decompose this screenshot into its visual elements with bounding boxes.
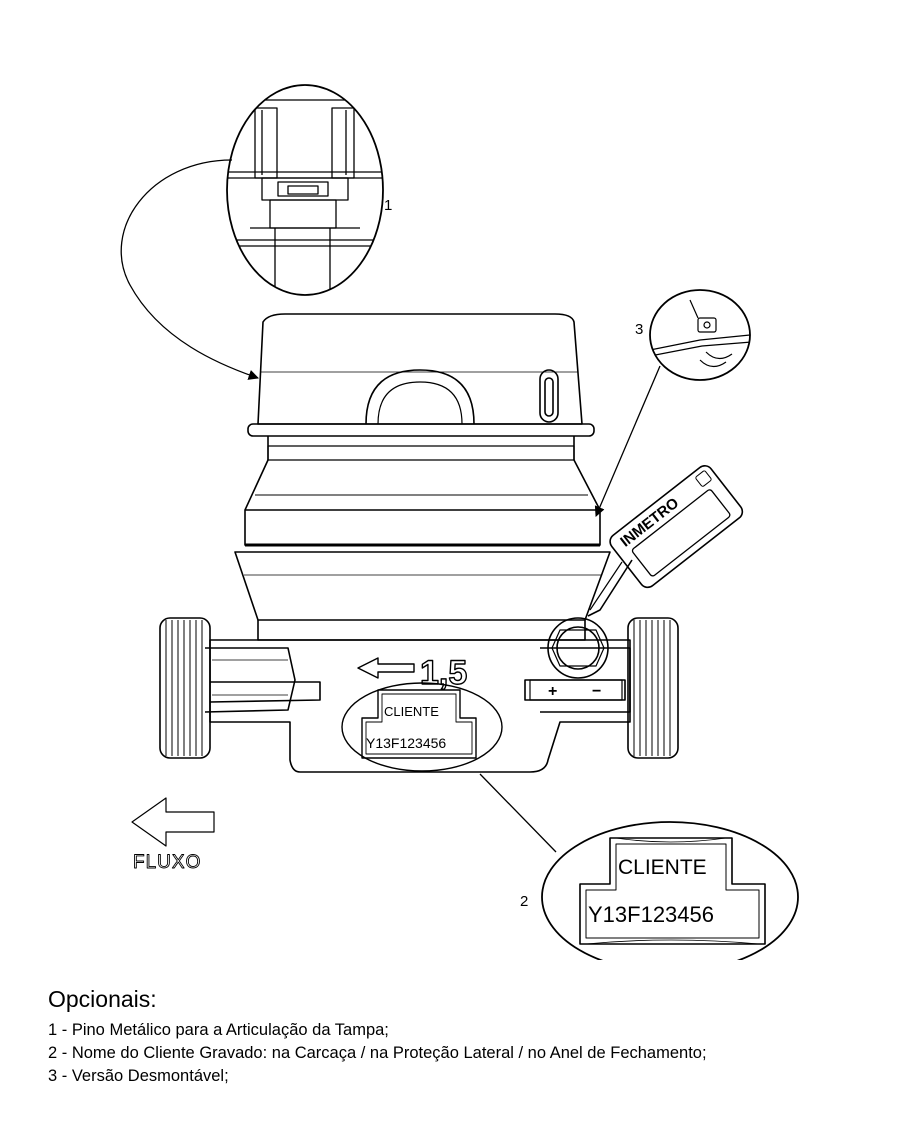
inmetro-label: INMETRO (617, 494, 682, 550)
water-meter-drawing: 1 (120, 84, 799, 960)
optional-legend: Opcionais: 1 - Pino Metálico para a Arti… (48, 985, 848, 1088)
body-flow-arrow (357, 657, 415, 679)
legend-title: Opcionais: (48, 986, 157, 1012)
inmetro-seal: INMETRO (609, 465, 744, 589)
leader-line-3 (594, 365, 661, 517)
detail-serial-label: Y13F123456 (588, 902, 714, 927)
body-serial-label: Y13F123456 (366, 735, 446, 751)
minus-mark: − (592, 683, 601, 700)
leader-line-1 (120, 159, 259, 380)
body-client-plate (341, 682, 503, 772)
detail-3-magnifier (649, 289, 751, 381)
flow-label: FLUXO (133, 852, 201, 873)
callout-number-2: 2 (520, 893, 528, 910)
legend-item-1: 1 - Pino Metálico para a Articulação da … (48, 1021, 389, 1039)
body-client-label: CLIENTE (384, 704, 439, 719)
legend-item-2: 2 - Nome do Cliente Gravado: na Carcaça … (48, 1044, 707, 1062)
callout-number-1: 1 (384, 197, 392, 214)
leader-line-2 (479, 773, 557, 853)
detail-2-magnifier (541, 821, 799, 960)
plus-mark: + (548, 683, 557, 700)
detail-1-magnifier (226, 84, 384, 296)
flow-arrow-icon (131, 797, 215, 847)
metrological-class: 1,5 (420, 654, 467, 692)
callout-number-3: 3 (635, 321, 643, 338)
meter-body (159, 313, 679, 773)
legend-item-3: 3 - Versão Desmontável; (48, 1067, 229, 1085)
adjustment-screw (529, 679, 623, 701)
detail-client-label: CLIENTE (618, 856, 707, 879)
seal-wire (587, 559, 633, 617)
